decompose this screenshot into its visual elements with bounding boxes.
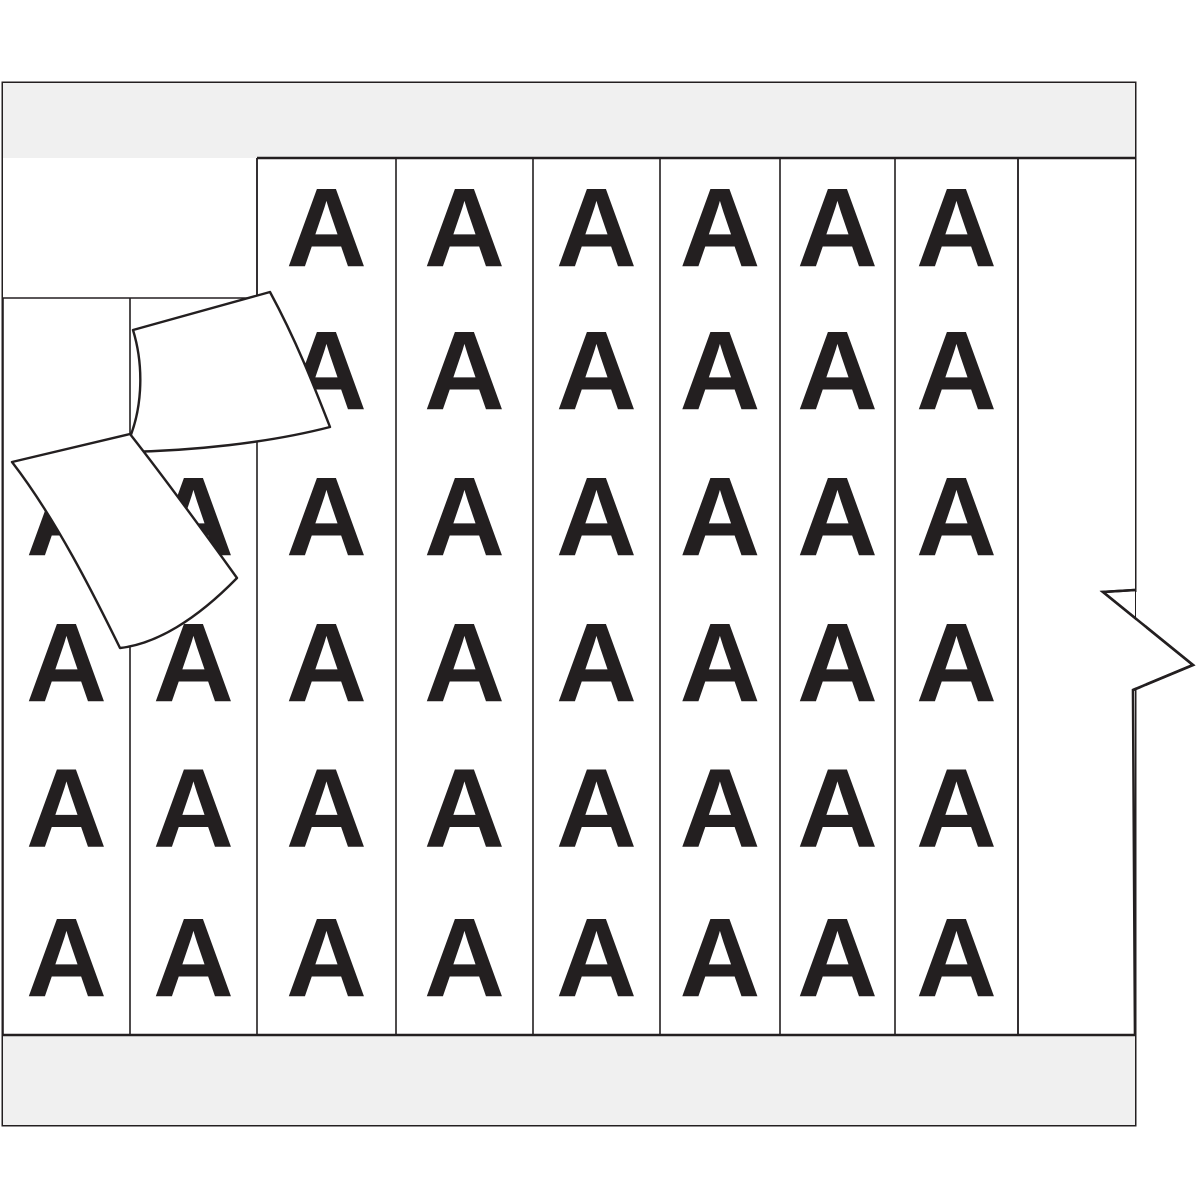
label-character: A	[556, 896, 637, 1021]
label-character: A	[916, 746, 997, 871]
label-character: A	[797, 309, 878, 434]
side-tab-outline-redraw	[1099, 588, 1196, 692]
label-character: A	[26, 601, 107, 726]
label-character: A	[680, 166, 761, 291]
label-cell[interactable]	[780, 444, 895, 590]
label-character: A	[286, 166, 367, 291]
label-cell[interactable]	[130, 158, 257, 298]
label-cell[interactable]	[396, 444, 533, 590]
side-tab-mask	[1136, 592, 1146, 688]
label-character: A	[916, 166, 997, 291]
label-character: A	[680, 309, 761, 434]
label-character: A	[26, 896, 107, 1021]
label-cell[interactable]	[780, 881, 895, 1035]
label-character: A	[424, 746, 505, 871]
label-character: A	[797, 166, 878, 291]
label-cell[interactable]	[396, 881, 533, 1035]
label-character: A	[916, 896, 997, 1021]
label-character: A	[424, 166, 505, 291]
label-cell[interactable]	[396, 158, 533, 298]
label-cell[interactable]	[257, 158, 396, 298]
label-character: A	[286, 601, 367, 726]
label-character: A	[680, 455, 761, 580]
label-character: A	[286, 746, 367, 871]
label-cell[interactable]	[533, 590, 660, 736]
label-cell[interactable]	[533, 444, 660, 590]
label-cell[interactable]	[257, 444, 396, 590]
label-cell[interactable]	[533, 736, 660, 881]
label-cell[interactable]	[660, 736, 780, 881]
label-cell[interactable]	[396, 298, 533, 444]
label-character: A	[680, 601, 761, 726]
side-tab[interactable]	[1099, 588, 1196, 1036]
label-cell[interactable]	[660, 590, 780, 736]
label-character: A	[556, 746, 637, 871]
label-cell[interactable]	[396, 590, 533, 736]
label-character: A	[797, 455, 878, 580]
label-cell[interactable]	[130, 881, 257, 1035]
peeled-label-upper[interactable]	[121, 290, 332, 454]
label-cell[interactable]	[660, 158, 780, 298]
label-character: A	[556, 455, 637, 580]
peeled-label-lower[interactable]	[10, 432, 239, 650]
label-cell[interactable]	[257, 736, 396, 881]
label-character: A	[916, 309, 997, 434]
label-character: A	[797, 896, 878, 1021]
label-character: A	[680, 746, 761, 871]
label-character: A	[916, 601, 997, 726]
label-character: A	[797, 746, 878, 871]
label-cell[interactable]	[3, 158, 130, 298]
label-character: A	[556, 309, 637, 434]
label-grid	[3, 158, 1018, 1035]
label-character: A	[286, 455, 367, 580]
label-cell[interactable]	[895, 298, 1018, 444]
label-character: A	[26, 746, 107, 871]
label-character: A	[424, 455, 505, 580]
label-cell[interactable]	[780, 590, 895, 736]
label-cell[interactable]	[660, 444, 780, 590]
label-cell[interactable]	[396, 736, 533, 881]
grid-rule-lines	[2, 156, 1135, 1037]
label-character: A	[153, 746, 234, 871]
label-cell[interactable]	[660, 298, 780, 444]
label-character: A	[286, 896, 367, 1021]
label-character: A	[797, 601, 878, 726]
label-cell[interactable]	[533, 881, 660, 1035]
peeled-labels-layer	[10, 290, 332, 650]
label-cell[interactable]	[3, 736, 130, 881]
label-cell[interactable]	[780, 298, 895, 444]
label-cell[interactable]	[3, 298, 130, 444]
label-character: A	[153, 896, 234, 1021]
label-character: A	[424, 309, 505, 434]
label-cell[interactable]	[257, 881, 396, 1035]
label-cell[interactable]	[780, 736, 895, 881]
label-cell[interactable]	[533, 298, 660, 444]
label-cell[interactable]	[660, 881, 780, 1035]
label-cell[interactable]	[895, 158, 1018, 298]
label-cell[interactable]	[895, 881, 1018, 1035]
label-cell[interactable]	[895, 444, 1018, 590]
label-character: A	[680, 896, 761, 1021]
label-cell[interactable]	[895, 736, 1018, 881]
label-character: A	[424, 896, 505, 1021]
label-cell[interactable]	[780, 158, 895, 298]
label-cell[interactable]	[130, 736, 257, 881]
label-character: A	[556, 166, 637, 291]
bottom-margin-band	[3, 1035, 1135, 1125]
label-character: A	[556, 601, 637, 726]
label-character: A	[424, 601, 505, 726]
label-cell[interactable]	[257, 590, 396, 736]
label-cell[interactable]	[3, 881, 130, 1035]
label-cell[interactable]	[533, 158, 660, 298]
label-cell[interactable]	[895, 590, 1018, 736]
label-character: A	[916, 455, 997, 580]
